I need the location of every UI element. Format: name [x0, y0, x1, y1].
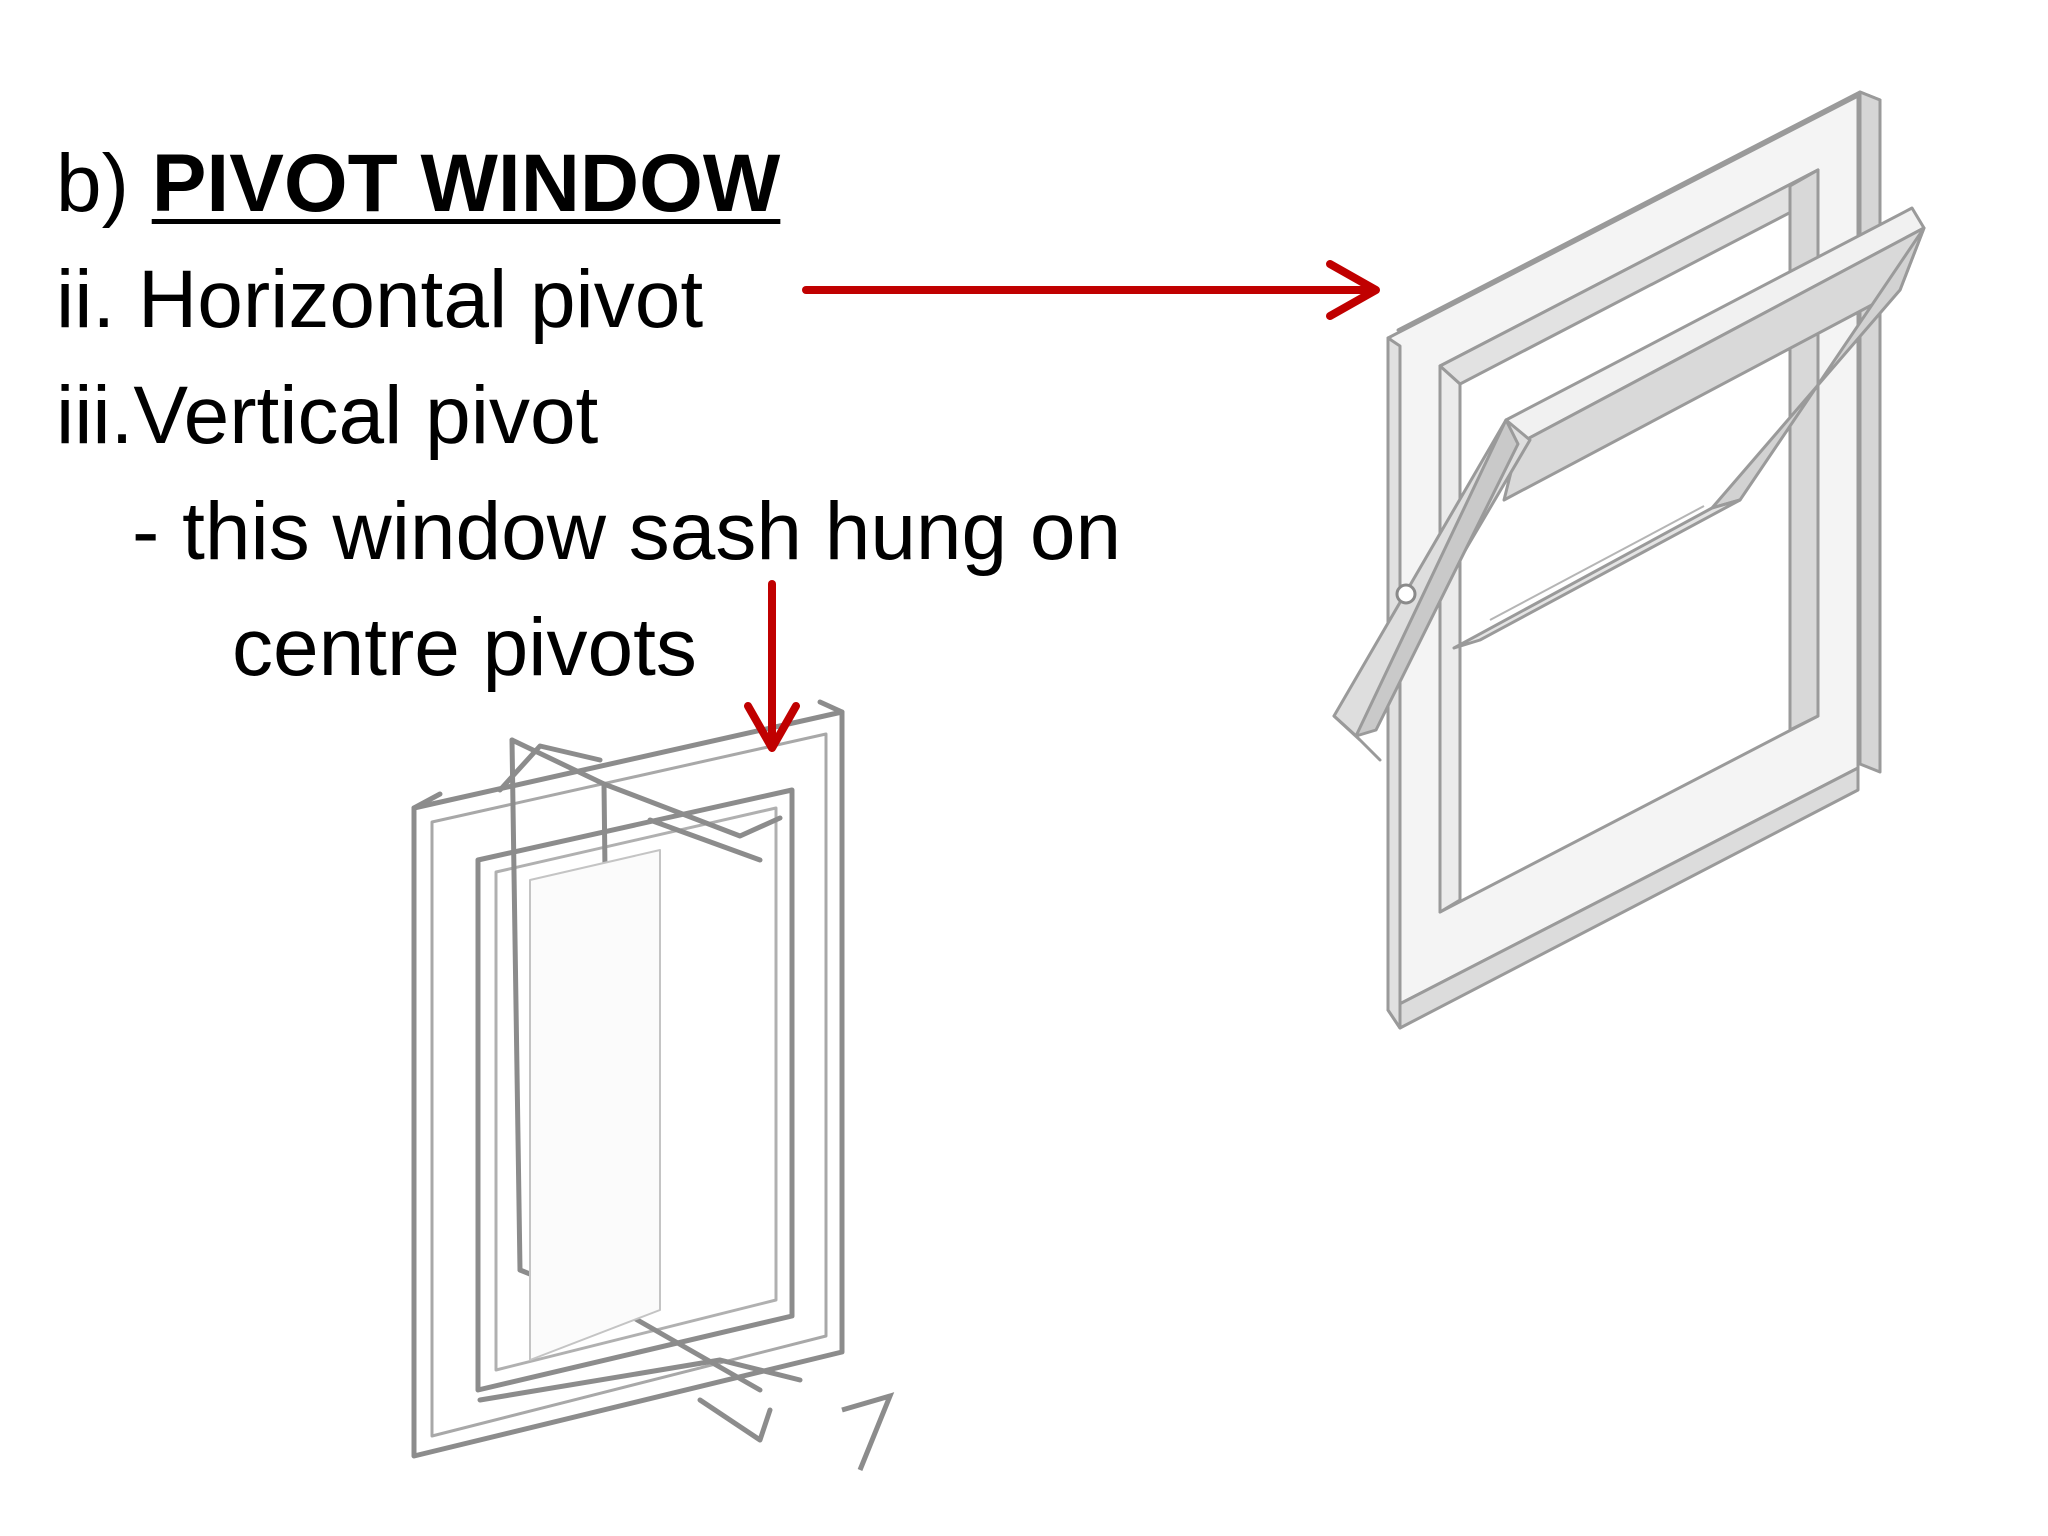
pivot-pin-icon — [1395, 583, 1417, 605]
item-horizontal-pivot: ii. Horizontal pivot — [56, 254, 704, 345]
title-main: PIVOT WINDOW — [151, 138, 781, 229]
sketch-mark-icon — [841, 1392, 895, 1471]
description-line-1: - this window sash hung on — [132, 486, 1122, 577]
description-line-2: centre pivots — [232, 602, 697, 693]
arrow-to-vertical-pivot-icon — [744, 580, 800, 752]
arrow-to-horizontal-pivot-icon — [802, 260, 1380, 320]
slide-title: b) PIVOT WINDOW — [56, 136, 780, 232]
item-vertical-pivot: iii.Vertical pivot — [56, 370, 599, 461]
title-prefix: b) — [56, 138, 129, 229]
